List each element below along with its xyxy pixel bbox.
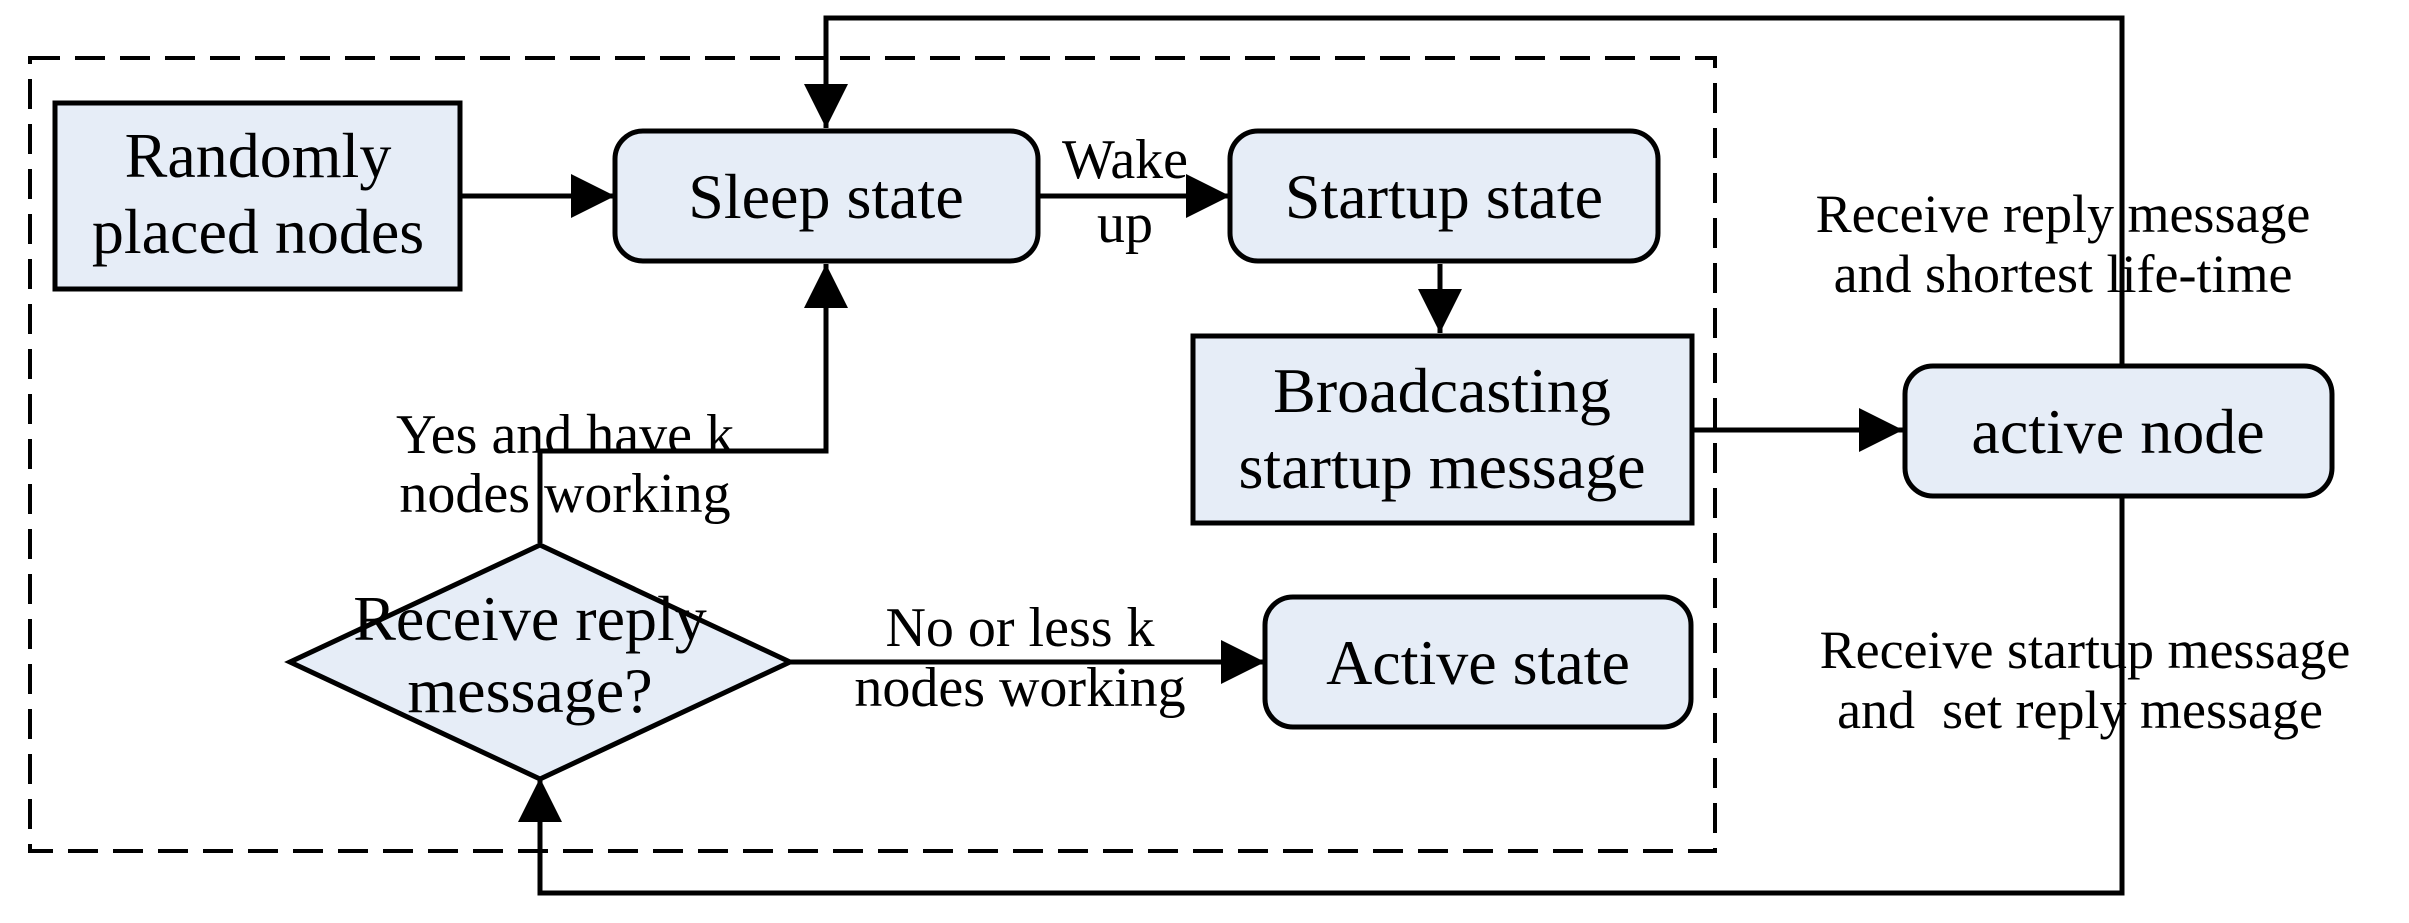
node-sleep-state — [612, 128, 1041, 264]
node-process-boundary — [28, 56, 1717, 853]
label-up: up — [1097, 193, 1153, 255]
label-no-less-k-line1: No or less k — [885, 597, 1154, 659]
label-active-state: Active state — [1326, 627, 1630, 698]
node-decision-receive-reply — [284, 542, 796, 782]
label-randomly-placed-line1: Randomly — [125, 120, 392, 191]
label-receive-reply-line2: and shortest life-time — [1834, 244, 2293, 304]
label-sleep-state: Sleep state — [688, 161, 963, 232]
node-startup-state — [1227, 128, 1661, 264]
node-active-node — [1902, 363, 2335, 499]
label-decision-line1: Receive reply — [353, 583, 707, 654]
label-yes-k-line1: Yes and have k — [396, 404, 734, 466]
label-wake: Wake — [1062, 129, 1188, 191]
edge-active-node-to-decision — [518, 497, 2125, 896]
node-randomly-placed-nodes — [52, 100, 463, 292]
label-randomly-placed-line2: placed nodes — [92, 196, 424, 267]
label-active-node: active node — [1971, 396, 2264, 467]
label-receive-reply-line1: Receive reply message — [1816, 184, 2311, 244]
label-yes-k-line2: nodes working — [399, 463, 730, 525]
node-active-state — [1262, 594, 1694, 730]
edge-decision-to-sleep — [537, 264, 848, 543]
label-receive-startup-line2: and set reply message — [1837, 680, 2323, 740]
label-receive-startup-line1: Receive startup message — [1820, 620, 2351, 680]
label-startup-state: Startup state — [1285, 161, 1603, 232]
node-broadcasting-startup-message — [1190, 333, 1695, 526]
label-broadcasting-line2: startup message — [1239, 431, 1646, 502]
label-broadcasting-line1: Broadcasting — [1273, 355, 1611, 426]
label-no-less-k-line2: nodes working — [854, 657, 1185, 719]
edge-active-node-to-sleep — [804, 15, 2125, 365]
label-decision-line2: message? — [407, 655, 652, 726]
